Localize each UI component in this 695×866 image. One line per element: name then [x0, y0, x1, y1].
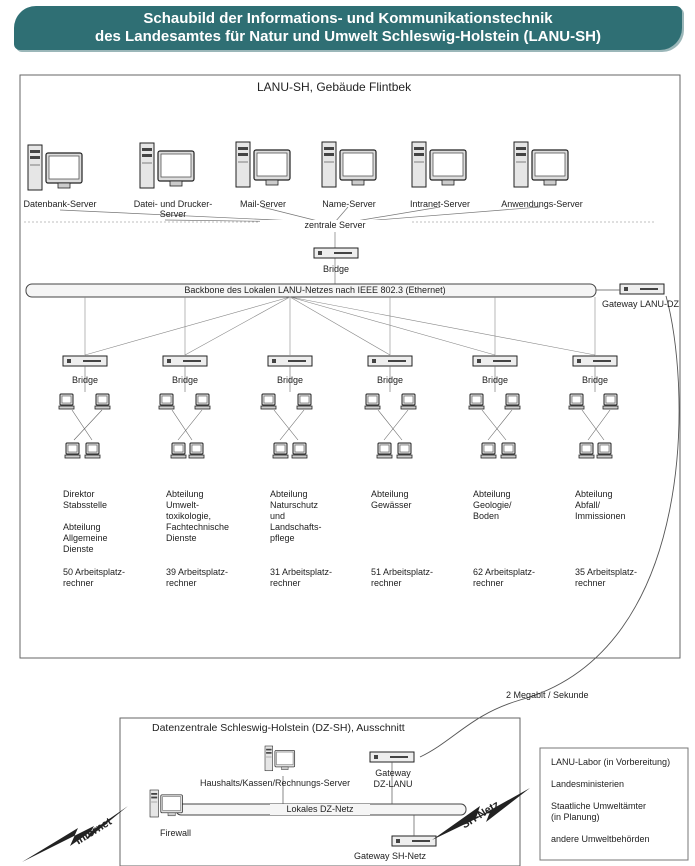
dz-net-label: Lokales DZ-Netz — [270, 804, 370, 815]
dept-1-bridge-label: Bridge — [71, 375, 98, 385]
gateway-lanu-dz-icon — [619, 283, 665, 295]
server-label-database: Datenbank-Server — [23, 199, 97, 209]
gateway-sh-netz-icon — [391, 835, 437, 847]
internet-lightning-icon — [22, 806, 128, 862]
legend-item-2: Landesministerien — [551, 779, 625, 789]
database-server-icon — [27, 144, 83, 191]
dept-5-bridge-label: Bridge — [481, 375, 508, 385]
legend-box — [539, 747, 689, 861]
dz-server-label: Haushalts/Kassen/Rechnungs-Server — [200, 778, 351, 788]
gateway-dz-lanu-icon — [369, 751, 415, 763]
wan-link-line — [419, 295, 680, 758]
dz-server-icon — [264, 745, 296, 772]
application-server-icon — [513, 141, 569, 188]
dept-3-count: 31 Arbeitsplatz-rechner — [270, 567, 333, 588]
gateway-lanu-dz-label: Gateway LANU-DZ — [602, 299, 680, 309]
backbone-label: Backbone des Lokalen LANU-Netzes nach IE… — [184, 285, 446, 295]
intranet-server-icon — [411, 141, 467, 188]
dept-4-count: 51 Arbeitsplatz-rechner — [371, 567, 434, 588]
link-speed-label: 2 Megabit / Sekunde — [506, 690, 589, 700]
name-server-icon — [321, 141, 377, 188]
department-3-icons — [260, 355, 313, 459]
dept-6-bridge-label: Bridge — [581, 375, 608, 385]
legend-item-4: andere Umweltbehörden — [551, 834, 650, 844]
server-label-mail: Mail-Server — [239, 199, 286, 209]
legend-item-1: LANU-Labor (in Vorbereitung) — [551, 757, 671, 767]
firewall-icon — [149, 789, 183, 818]
backbone-tube — [25, 283, 597, 298]
dept-3-bridge-label: Bridge — [276, 375, 303, 385]
dz-frame — [119, 717, 521, 866]
dept-4-bridge-label: Bridge — [376, 375, 403, 385]
department-2-icons — [158, 355, 211, 459]
central-servers-label: zentrale Server — [260, 220, 410, 231]
mail-server-icon — [235, 141, 291, 188]
dept-1-count: 50 Arbeitsplatz-rechner — [63, 567, 126, 588]
title-line-1: Schaubild der Informations- und Kommunik… — [143, 10, 553, 27]
server-label-file-2: Server — [159, 209, 187, 219]
server-label-name: Name-Server — [322, 199, 376, 209]
central-bridge-label: Bridge — [322, 264, 349, 274]
server-label-intranet: Intranet-Server — [409, 199, 471, 209]
dept-2-count: 39 Arbeitsplatz-rechner — [166, 567, 229, 588]
dept-5-count: 62 Arbeitsplatz-rechner — [473, 567, 536, 588]
sh-netz-lightning-icon — [432, 788, 530, 840]
dept-2-bridge-label: Bridge — [171, 375, 198, 385]
department-4-icons — [364, 355, 417, 459]
dz-label: Datenzentrale Schleswig-Holstein (DZ-SH)… — [152, 722, 405, 734]
department-5-icons — [468, 355, 521, 459]
building-frame — [19, 74, 681, 659]
gateway-sh-netz-label: Gateway SH-Netz — [354, 851, 427, 861]
server-label-application: Anwendungs-Server — [501, 199, 583, 209]
building-label: LANU-SH, Gebäude Flintbek — [257, 80, 412, 94]
title-banner: Schaubild der Informations- und Kommunik… — [14, 6, 682, 50]
dept-6-count: 35 Arbeitsplatz-rechner — [575, 567, 638, 588]
legend-item-3: Staatliche Umweltämter — [551, 801, 647, 811]
file-print-server-icon — [139, 142, 195, 189]
department-6-icons — [568, 355, 619, 459]
firewall-label: Firewall — [160, 828, 192, 838]
server-label-file: Datei- und Drucker- — [133, 199, 213, 209]
department-1-icons — [58, 355, 111, 459]
legend-item-3b: (in Planung) — [551, 812, 600, 822]
central-bridge-icon — [313, 247, 359, 259]
title-line-2: des Landesamtes für Natur und Umwelt Sch… — [95, 28, 601, 45]
